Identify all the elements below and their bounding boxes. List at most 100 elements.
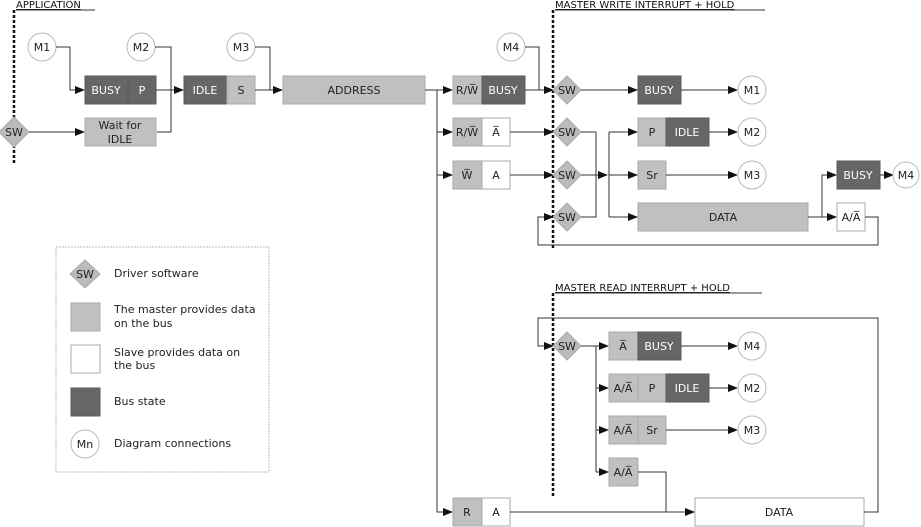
write-state-data: DATA [637, 202, 809, 232]
read-state-ack-nack-1: A/A̅ [608, 373, 639, 403]
svg-text:IDLE: IDLE [108, 133, 133, 146]
svg-text:SW: SW [558, 84, 576, 97]
svg-text:R/W̅: R/W̅ [456, 84, 478, 97]
connector-m2-out[interactable]: M2 [737, 117, 767, 147]
svg-text:ADDRESS: ADDRESS [327, 84, 380, 97]
svg-text:W̅: W̅ [462, 169, 473, 182]
driver-software-node[interactable]: SW [552, 331, 582, 361]
svg-text:IDLE: IDLE [675, 126, 700, 139]
connector-m1-in[interactable]: M1 [27, 32, 57, 62]
read-state-idle: IDLE [665, 373, 710, 403]
master-swatch-icon [70, 302, 101, 332]
legend-item-slave: Slave provides data on the bus [70, 344, 240, 374]
svg-text:Bus state: Bus state [114, 395, 166, 408]
state-start: S [226, 75, 256, 105]
wait-for-idle: Wait for IDLE [84, 117, 157, 147]
svg-text:M3: M3 [744, 169, 761, 182]
connector-icon [70, 429, 100, 459]
svg-text:A/A̅: A/A̅ [614, 424, 633, 437]
connector-m3-in[interactable]: M3 [226, 32, 256, 62]
state-address: ADDRESS [282, 75, 426, 105]
svg-text:A/A̅: A/A̅ [614, 466, 633, 479]
loop-back-line [537, 213, 879, 246]
svg-text:Wait for: Wait for [99, 119, 142, 132]
svg-text:BUSY: BUSY [644, 340, 674, 353]
svg-text:BUSY: BUSY [843, 169, 873, 182]
flow-line [821, 171, 837, 217]
state-busy-addr: BUSY [481, 75, 526, 105]
legend-item-driver-software: SW Driver software [69, 259, 199, 289]
section-application: APPLICATION [16, 0, 81, 11]
legend: SW Driver software The master provides d… [55, 246, 270, 473]
svg-text:S: S [238, 84, 245, 97]
svg-text:A/A̅: A/A̅ [842, 211, 861, 224]
connector-m4-in[interactable]: M4 [496, 32, 526, 62]
svg-text:Mn: Mn [77, 438, 93, 451]
write-state-ack-nack: A/A̅ [836, 202, 866, 232]
read-state-nack: A̅ [608, 331, 639, 361]
svg-text:P: P [649, 126, 656, 139]
connector-m4-out[interactable]: M4 [892, 161, 920, 189]
connector-m3-out[interactable]: M3 [737, 415, 767, 445]
flow-line [525, 46, 540, 90]
write-state-idle: IDLE [665, 117, 710, 147]
read-state-r: R [452, 497, 483, 527]
section-master-write: MASTER WRITE INTERRUPT + HOLD [555, 0, 735, 11]
driver-software-node[interactable]: SW [552, 202, 582, 232]
svg-text:BUSY: BUSY [91, 84, 121, 97]
svg-text:SW: SW [76, 268, 94, 281]
read-state-sr: Sr [637, 415, 667, 445]
state-busy: BUSY [84, 75, 129, 105]
connector-m2-in[interactable]: M2 [126, 32, 156, 62]
read-state-busy: BUSY [637, 331, 682, 361]
svg-text:Sr: Sr [646, 169, 658, 182]
svg-text:M2: M2 [744, 382, 761, 395]
write-state-sr: Sr [637, 160, 667, 190]
slave-swatch-icon [70, 344, 101, 374]
flow-line [638, 471, 667, 512]
connector-m3-out[interactable]: M3 [737, 160, 767, 190]
connector-m1-out[interactable]: M1 [737, 75, 767, 105]
state-rw-1: R/W̅ [452, 75, 483, 105]
svg-text:SW: SW [558, 340, 576, 353]
svg-text:P: P [139, 84, 146, 97]
bus-state-swatch-icon [70, 387, 101, 417]
driver-software-node[interactable]: SW [0, 116, 30, 148]
svg-text:DATA: DATA [765, 506, 794, 519]
driver-software-node[interactable]: SW [552, 160, 582, 190]
state-ack: A [481, 160, 511, 190]
flow-line [255, 46, 271, 90]
state-p: P [127, 75, 157, 105]
state-w: W̅ [452, 160, 483, 190]
svg-text:M1: M1 [744, 84, 761, 97]
svg-text:M4: M4 [744, 340, 761, 353]
svg-text:IDLE: IDLE [193, 84, 218, 97]
driver-software-node[interactable]: SW [552, 75, 582, 105]
svg-text:Sr: Sr [646, 424, 658, 437]
svg-text:SW: SW [558, 126, 576, 139]
legend-item-bus-state: Bus state [70, 387, 166, 417]
svg-text:SW: SW [5, 126, 23, 139]
read-state-p: P [637, 373, 667, 403]
connector-m2-out[interactable]: M2 [737, 373, 767, 403]
svg-text:Driver software: Driver software [114, 267, 199, 280]
svg-text:Slave provides data on: Slave provides data on [114, 346, 240, 359]
read-state-data: DATA [694, 497, 865, 527]
write-state-p: P [637, 117, 667, 147]
legend-item-master: The master provides data on the bus [70, 302, 256, 332]
connector-m4-out[interactable]: M4 [737, 331, 767, 361]
read-state-ack-nack-2: A/A̅ [608, 415, 639, 445]
svg-text:The master provides data: The master provides data [113, 303, 256, 316]
flow-line [56, 46, 85, 94]
svg-text:IDLE: IDLE [675, 382, 700, 395]
svg-text:M4: M4 [898, 169, 915, 182]
driver-software-node[interactable]: SW [552, 117, 582, 147]
svg-text:M4: M4 [503, 41, 520, 54]
section-master-read: MASTER READ INTERRUPT + HOLD [555, 283, 730, 294]
state-rw-2: R/W̅ [452, 117, 483, 147]
svg-text:the bus: the bus [114, 359, 156, 372]
svg-text:BUSY: BUSY [644, 84, 674, 97]
svg-text:M1: M1 [34, 41, 51, 54]
state-nack: A̅ [481, 117, 511, 147]
